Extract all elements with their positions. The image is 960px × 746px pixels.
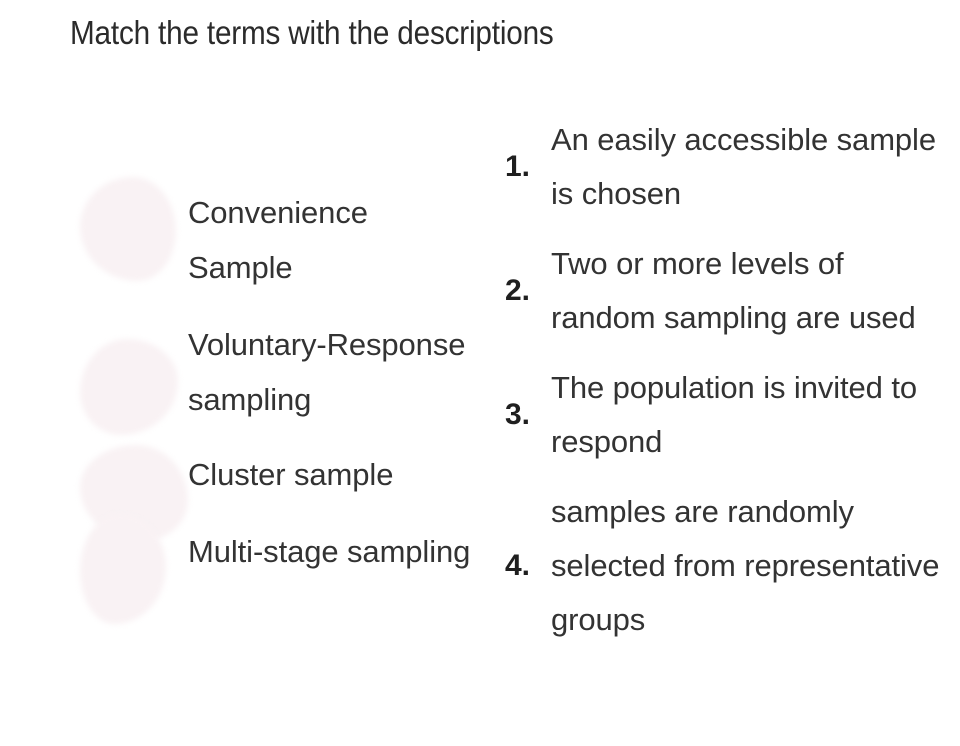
descriptions-column: 1. An easily accessible sample is chosen… [505, 113, 945, 663]
description-number: 2. [505, 274, 531, 307]
description-text: The population is invited to respond [551, 370, 917, 459]
description-row[interactable]: 1. An easily accessible sample is chosen [505, 113, 945, 221]
description-row[interactable]: 3. The population is invited to respond [505, 361, 945, 469]
description-row[interactable]: 2. Two or more levels of random sampling… [505, 237, 945, 345]
term-label: Cluster sample [188, 457, 394, 492]
term-label: Voluntary-Response sampling [188, 327, 466, 417]
eraser-smudge-mark [80, 177, 176, 281]
description-text: Two or more levels of random sampling ar… [551, 246, 916, 335]
page-title: Match the terms with the descriptions [70, 14, 554, 51]
description-row[interactable]: 4. samples are randomly selected from re… [505, 485, 945, 647]
term-row[interactable]: Convenience Sample [74, 177, 474, 295]
term-row[interactable]: Cluster sample [74, 445, 474, 541]
term-label: Multi-stage sampling [188, 534, 471, 569]
term-row[interactable]: Multi-stage sampling [74, 514, 474, 624]
eraser-smudge-mark [80, 514, 166, 624]
description-text: samples are randomly selected from repre… [551, 494, 940, 637]
term-label: Convenience Sample [188, 195, 368, 285]
description-number: 3. [505, 398, 531, 431]
term-row[interactable]: Voluntary-Response sampling [74, 317, 474, 435]
terms-column: Convenience Sample Voluntary-Response sa… [74, 177, 474, 624]
description-number: 4. [505, 549, 531, 582]
description-number: 1. [505, 150, 531, 183]
description-text: An easily accessible sample is chosen [551, 122, 936, 211]
eraser-smudge-mark [80, 339, 178, 435]
